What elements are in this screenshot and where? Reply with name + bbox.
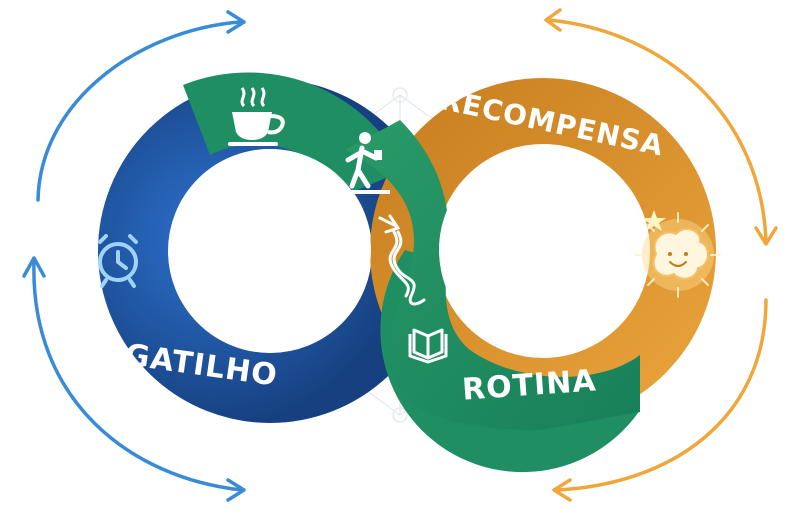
winding-path-icon: [378, 214, 426, 306]
coffee-cup-icon: [228, 87, 285, 146]
open-book-icon: [408, 328, 448, 364]
reward-ring-hole: [439, 146, 647, 354]
trigger-ring-hole: [169, 149, 371, 351]
outer-arrow-left-top: [36, 10, 246, 202]
happy-brain-icon: [635, 212, 721, 298]
outer-arrow-left-bottom: [22, 256, 246, 502]
alarm-clock-icon: [98, 234, 138, 288]
person-walking-icon: [345, 132, 390, 194]
outer-arrow-right-top: [544, 8, 778, 246]
star-icon: [642, 210, 666, 231]
outer-arrow-right-bottom: [552, 298, 768, 502]
